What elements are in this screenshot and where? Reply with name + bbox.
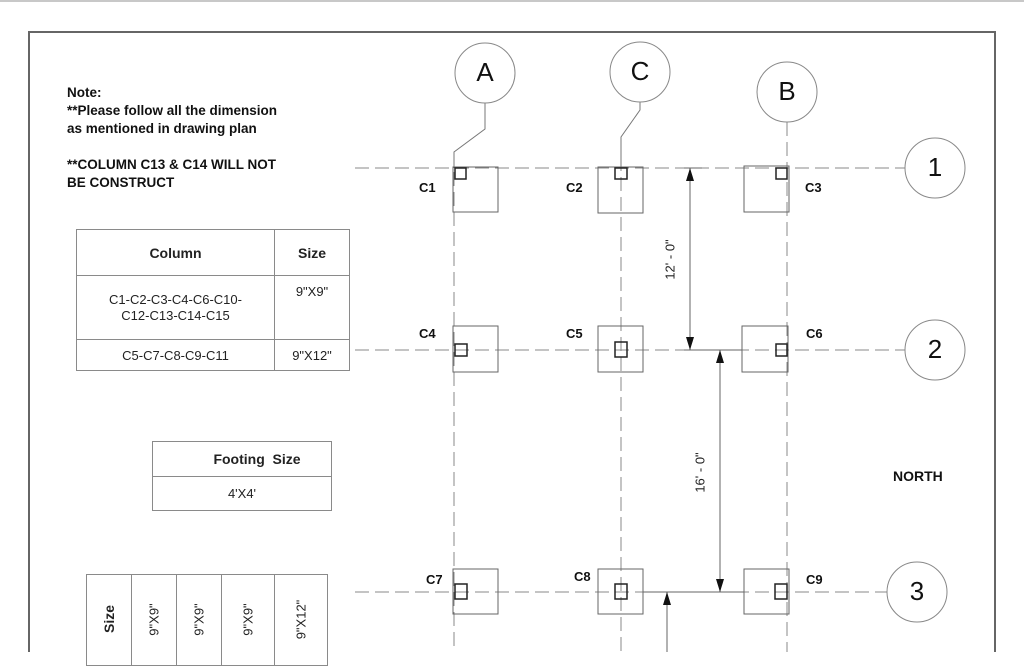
grid-label-2: 2	[927, 334, 943, 364]
grid-bubbles	[454, 41, 966, 623]
note-line: **COLUMN C13 & C14 WILL NOT	[67, 157, 277, 172]
general-notes: Note: **Please follow all the dimension …	[67, 84, 277, 192]
grid-label-B: B	[778, 76, 796, 106]
column-C5	[614, 341, 628, 358]
dimension-lines	[643, 167, 744, 652]
column-C2	[614, 167, 628, 180]
north-label: NORTH	[893, 468, 943, 484]
footing-value: 4'X4'	[152, 476, 332, 511]
header-column: Column	[76, 229, 275, 276]
column-label-C3: C3	[805, 180, 822, 195]
footing-C1	[452, 166, 499, 213]
column-label-C1: C1	[419, 180, 436, 195]
table-row: 4'X4'	[152, 476, 332, 511]
size-text: 9"X9"	[240, 603, 256, 636]
columns-cell: C5-C7-C8-C9-C11	[76, 339, 275, 371]
footing-C2	[597, 166, 644, 214]
table-row: Size 9"X9" 9"X9" 9"X9" 9"X12"	[86, 574, 328, 666]
size-table: Size 9"X9" 9"X9" 9"X9" 9"X12"	[86, 574, 328, 666]
column-label-C6: C6	[806, 326, 823, 341]
table-row: C1-C2-C3-C4-C6-C10- C12-C13-C14-C15 9"X9…	[76, 275, 350, 340]
column-label-C2: C2	[566, 180, 583, 195]
dimension-arrows	[663, 168, 724, 605]
note-heading: Note:	[67, 85, 102, 100]
column-C6	[775, 343, 788, 357]
bubble-leaders	[453, 102, 641, 168]
size-cell: 9"X9"	[274, 275, 350, 340]
columns-cell: C1-C2-C3-C4-C6-C10- C12-C13-C14-C15	[76, 275, 275, 340]
top-edge	[0, 0, 1024, 2]
footing-C6	[741, 325, 789, 373]
header-size: Size	[274, 229, 350, 276]
size-text: 9"X12"	[293, 599, 309, 640]
size-cell: 9"X9"	[176, 574, 222, 666]
grid-label-C: C	[630, 56, 650, 86]
grid-bubble-B	[756, 61, 818, 123]
grid-bubble-C	[609, 41, 671, 103]
table-header-row: Footing Size	[152, 441, 332, 477]
column-label-C9: C9	[806, 572, 823, 587]
footing-C4	[452, 325, 499, 373]
size-cell: 9"X12"	[274, 339, 350, 371]
grid-bubble-3	[886, 561, 948, 623]
footing-C7	[452, 568, 499, 615]
size-cell: 9"X9"	[131, 574, 177, 666]
columns	[454, 167, 788, 600]
column-label-C5: C5	[566, 326, 583, 341]
column-C9	[774, 583, 788, 600]
size-cell: 9"X12"	[274, 574, 328, 666]
size-text: 9"X9"	[191, 603, 207, 636]
note-line: as mentioned in drawing plan	[67, 121, 257, 136]
footing-C5	[597, 325, 644, 373]
dimension-16ft: 16' - 0"	[692, 452, 708, 493]
columns-text: C12-C13-C14-C15	[121, 307, 230, 323]
table-row: C5-C7-C8-C9-C11 9"X12"	[76, 339, 350, 371]
footing-C3	[743, 165, 790, 213]
column-label-C4: C4	[419, 326, 436, 341]
column-C7	[454, 583, 468, 600]
grid-bubble-1	[904, 137, 966, 199]
grid-label-3: 3	[909, 576, 925, 606]
column-C4	[454, 343, 468, 357]
grid-label-1: 1	[927, 152, 943, 182]
column-C3	[775, 167, 788, 180]
column-C8	[614, 583, 628, 600]
column-C1	[454, 167, 467, 180]
table-header-row: Column Size	[76, 229, 350, 276]
sheet-border	[28, 31, 996, 652]
column-label-C7: C7	[426, 572, 443, 587]
grid-bubble-A	[454, 42, 516, 104]
size-cell: 9"X9"	[221, 574, 275, 666]
columns-text: C1-C2-C3-C4-C6-C10-	[109, 291, 242, 307]
dimension-12ft: 12' - 0"	[662, 239, 678, 280]
note-line: **Please follow all the dimension	[67, 103, 278, 118]
note-line: BE CONSTRUCT	[67, 175, 175, 190]
footings	[452, 165, 790, 615]
footing-size-table: Footing Size 4'X4'	[152, 441, 332, 511]
size-text: 9"X9"	[146, 603, 162, 636]
grid-lines	[355, 122, 905, 652]
grid-bubble-2	[904, 319, 966, 381]
grid-label-A: A	[476, 57, 494, 87]
column-schedule-table: Column Size C1-C2-C3-C4-C6-C10- C12-C13-…	[76, 229, 350, 371]
size-text: Size	[100, 604, 117, 634]
floor-plan-drawing	[28, 31, 996, 652]
column-label-C8: C8	[574, 569, 591, 584]
footing-header: Footing Size	[152, 441, 332, 477]
